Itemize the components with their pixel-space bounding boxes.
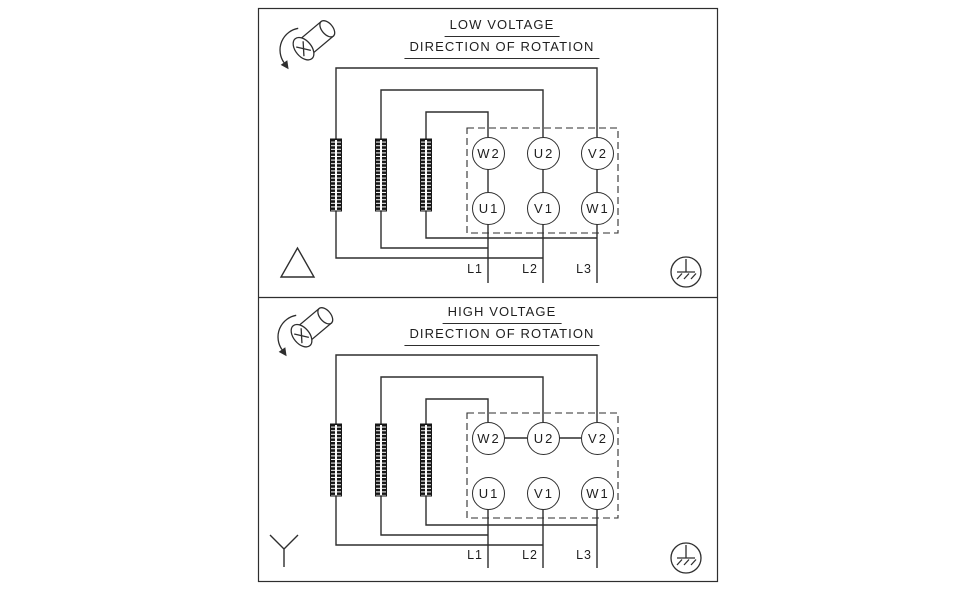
winding-bar bbox=[419, 138, 433, 212]
lv-terminal-u2: U2 bbox=[526, 136, 560, 170]
hv-terminal-v1: V1 bbox=[526, 476, 560, 510]
hv-terminal-w1: W1 bbox=[580, 476, 614, 510]
lv-terminal-u1: U1 bbox=[471, 191, 505, 225]
hv-terminal-u2: U2 bbox=[526, 421, 560, 455]
terminal-block-dashed-box bbox=[466, 412, 619, 519]
panel-title: HIGH VOLTAGE bbox=[442, 304, 562, 324]
hv-lead-label-l2: L2 bbox=[522, 548, 538, 562]
winding-loop-outer bbox=[335, 354, 598, 546]
winding-bar bbox=[374, 138, 388, 212]
lv-terminal-w2: W2 bbox=[471, 136, 505, 170]
high-voltage-wiring bbox=[269, 354, 619, 568]
winding-bar bbox=[329, 138, 343, 212]
wye-symbol-icon bbox=[269, 534, 299, 567]
terminal-block-dashed-box bbox=[466, 127, 619, 234]
lv-terminal-w1: W1 bbox=[580, 191, 614, 225]
winding-loop-inner bbox=[425, 111, 597, 239]
rotating-shaft-icon bbox=[279, 14, 341, 70]
lv-lead-label-l2: L2 bbox=[522, 262, 538, 276]
earth-ground-icon bbox=[670, 542, 702, 574]
winding-bar bbox=[374, 423, 388, 497]
winding-bar bbox=[419, 423, 433, 497]
winding-loop-inner bbox=[425, 398, 597, 526]
diagram-frame bbox=[257, 7, 719, 583]
lv-terminal-v2: V2 bbox=[580, 136, 614, 170]
lv-lead-label-l1: L1 bbox=[467, 262, 483, 276]
panel-subtitle: DIRECTION OF ROTATION bbox=[404, 39, 600, 59]
winding-loop-middle bbox=[380, 376, 544, 536]
earth-ground-icon bbox=[670, 256, 702, 288]
panel-title: LOW VOLTAGE bbox=[444, 17, 560, 37]
hv-lead-label-l3: L3 bbox=[576, 548, 592, 562]
lv-lead-label-l3: L3 bbox=[576, 262, 592, 276]
hv-lead-label-l1: L1 bbox=[467, 548, 483, 562]
low-voltage-wiring bbox=[279, 67, 619, 283]
lv-terminal-v1: V1 bbox=[526, 191, 560, 225]
winding-loop-middle bbox=[380, 89, 544, 249]
rotating-shaft-icon bbox=[277, 301, 339, 357]
hv-terminal-u1: U1 bbox=[471, 476, 505, 510]
winding-loop-outer bbox=[335, 67, 598, 259]
panel-subtitle: DIRECTION OF ROTATION bbox=[404, 326, 600, 346]
delta-symbol-icon bbox=[279, 246, 316, 278]
hv-terminal-w2: W2 bbox=[471, 421, 505, 455]
hv-terminal-v2: V2 bbox=[580, 421, 614, 455]
winding-bar bbox=[329, 423, 343, 497]
